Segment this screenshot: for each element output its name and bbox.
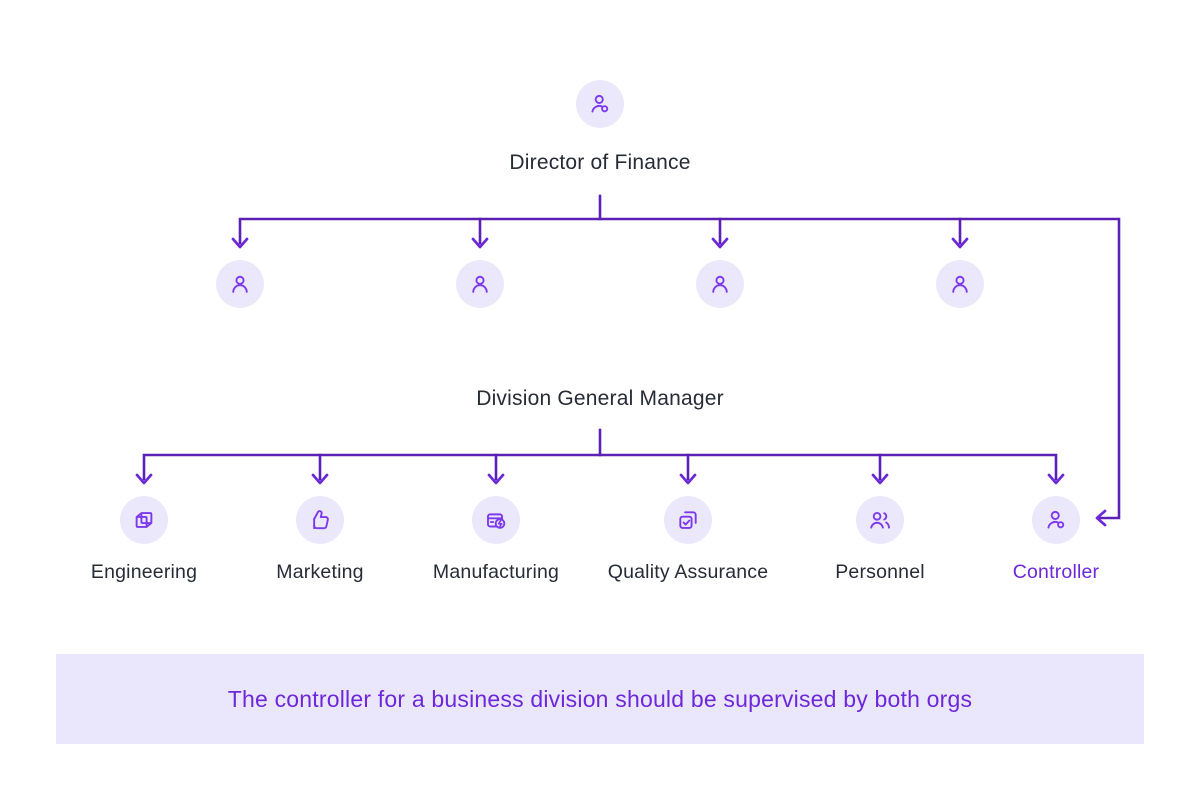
user-icon xyxy=(712,275,728,293)
annotation-text: The controller for a business division s… xyxy=(227,685,973,712)
dept-node-personnel: Personnel xyxy=(770,496,990,584)
user-settings-icon xyxy=(1047,510,1065,529)
dept-avatar xyxy=(472,496,520,544)
manager-node-avatar xyxy=(696,260,744,308)
manager-node-avatar xyxy=(936,260,984,308)
dept-avatar xyxy=(296,496,344,544)
user-icon xyxy=(232,275,248,293)
dept-label: Manufacturing xyxy=(432,561,560,583)
users-icon xyxy=(870,512,890,529)
manager-node-avatar xyxy=(456,260,504,308)
dept-label: Engineering xyxy=(90,561,198,583)
dept-avatar xyxy=(664,496,712,544)
copy-check-icon xyxy=(679,511,697,529)
dept-avatar xyxy=(856,496,904,544)
dept-node-controller: Controller xyxy=(946,496,1166,584)
dept-label: Controller xyxy=(1012,561,1100,583)
user-icon xyxy=(472,275,488,293)
dept-label: Quality Assurance xyxy=(607,561,769,583)
annotation-banner: The controller for a business division s… xyxy=(56,654,1144,744)
dept-avatar xyxy=(120,496,168,544)
dept-label: Marketing xyxy=(276,561,364,583)
user-settings-icon xyxy=(591,94,609,113)
manager-row-title: Division General Manager xyxy=(476,387,724,410)
dept-node-manufacturing: Manufacturing xyxy=(386,496,606,584)
user-icon xyxy=(952,275,968,293)
manager-node-avatar xyxy=(216,260,264,308)
cube-3d-icon xyxy=(135,512,153,528)
root-node-avatar xyxy=(576,80,624,128)
dept-node-quality-assurance: Quality Assurance xyxy=(578,496,798,584)
dept-node-engineering: Engineering xyxy=(34,496,254,584)
dept-node-marketing: Marketing xyxy=(210,496,430,584)
package-bolt-icon xyxy=(487,513,506,529)
dept-label: Personnel xyxy=(835,561,925,583)
thumbs-up-icon xyxy=(313,510,329,530)
root-node-title: Director of Finance xyxy=(509,151,691,174)
dept-avatar xyxy=(1032,496,1080,544)
